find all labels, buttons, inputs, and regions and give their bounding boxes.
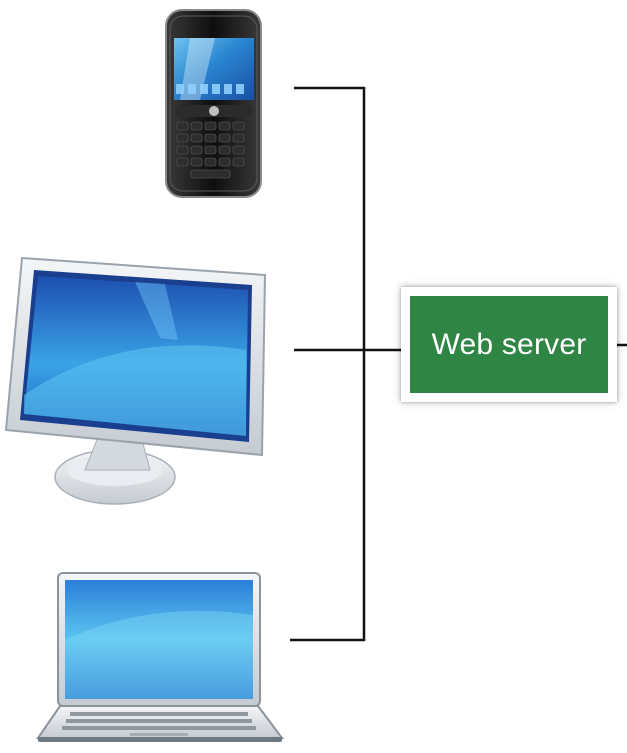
connector-lines xyxy=(290,86,627,642)
web-server-box: Web server xyxy=(401,287,617,402)
desktop-monitor-icon xyxy=(4,256,267,505)
web-server-label: Web server xyxy=(431,327,587,361)
laptop-icon xyxy=(36,572,284,742)
web-server-fill: Web server xyxy=(410,296,608,393)
smartphone-icon xyxy=(165,9,262,198)
